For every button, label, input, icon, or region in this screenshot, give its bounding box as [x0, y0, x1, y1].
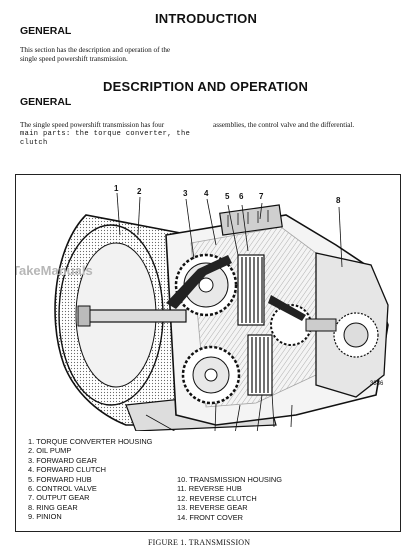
control-valve	[219, 204, 283, 236]
reverse-clutch	[247, 334, 273, 396]
intro-heading: INTRODUCTION	[155, 11, 258, 26]
callout-leaders	[116, 192, 343, 431]
callout-10: 10	[268, 430, 277, 431]
general-heading-2: GENERAL	[20, 96, 72, 108]
legend-item: 10. TRANSMISSION HOUSING	[177, 475, 282, 484]
intro-paragraph: This section has the description and ope…	[20, 46, 220, 64]
callout-6: 6	[239, 192, 244, 201]
callout-9: 9	[288, 430, 293, 431]
legend-item: 8. RING GEAR	[28, 502, 78, 512]
legend-item: 7. OUTPUT GEAR	[28, 493, 90, 503]
legend-item: 1. TORQUE CONVERTER HOUSING	[28, 437, 153, 446]
description-col-1: The single speed powershift transmission…	[20, 121, 205, 148]
legend-item: 2. OIL PUMP	[28, 446, 72, 456]
callout-1: 1	[114, 184, 119, 193]
desc-col1-line-1: The single speed powershift transmission…	[20, 121, 165, 129]
reverse-gear	[181, 345, 241, 405]
legend-item: 13. REVERSE GEAR	[177, 503, 248, 513]
legend-left: 1. TORQUE CONVERTER HOUSING 2. OIL PUMP …	[28, 437, 152, 522]
legend-item: 3. FORWARD GEAR	[28, 455, 97, 465]
intro-line-2: single speed powershift transmission.	[20, 55, 128, 63]
figure-caption: FIGURE 1. TRANSMISSION	[148, 538, 251, 547]
callout-7: 7	[259, 192, 264, 201]
general-heading-1: GENERAL	[20, 25, 72, 37]
desc-col2-line-1: assemblies, the control valve and the di…	[213, 121, 355, 129]
forward-clutch	[237, 254, 265, 326]
legend-item: 14. FRONT COVER	[177, 512, 243, 522]
description-heading: DESCRIPTION AND OPERATION	[103, 79, 309, 94]
intro-line-1: This section has the description and ope…	[20, 46, 171, 54]
legend-item: 12. REVERSE CLUTCH	[177, 493, 257, 503]
callout-5: 5	[225, 192, 230, 201]
legend-item: 5. FORWARD HUB	[28, 474, 92, 484]
desc-col1-line-2: main parts: the torque converter, the cl…	[20, 130, 191, 147]
description-col-2: assemblies, the control valve and the di…	[213, 121, 409, 130]
callout-3: 3	[183, 189, 188, 198]
pinion	[305, 318, 337, 332]
watermark-text: TakeManuals	[16, 263, 93, 278]
callout-8: 8	[336, 196, 341, 205]
legend-item: 11. REVERSE HUB	[177, 484, 242, 494]
legend-right: 10. TRANSMISSION HOUSING 11. REVERSE HUB…	[177, 475, 282, 522]
callout-4: 4	[204, 189, 209, 198]
legend-item: 9. PINION	[28, 512, 62, 522]
input-shaft	[85, 309, 187, 323]
callout-2: 2	[137, 187, 142, 196]
legend-item: 6. CONTROL VALVE	[28, 484, 97, 494]
transmission-illustration: TakeManuals 3386 1 2 3 4 5 6 7 8 9 10 11…	[16, 184, 389, 431]
figure-frame	[15, 174, 401, 532]
legend-item: 4. FORWARD CLUTCH	[28, 465, 107, 475]
image-code: 3386	[370, 381, 384, 387]
